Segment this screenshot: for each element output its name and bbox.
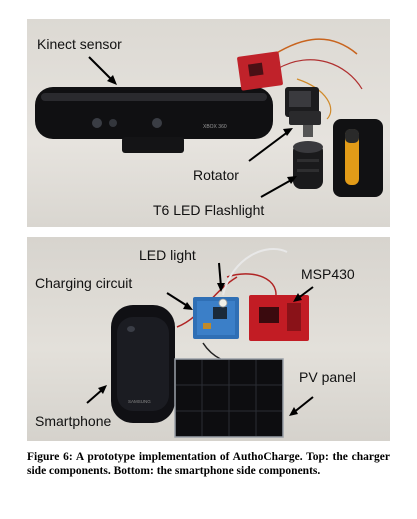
pv-panel xyxy=(174,358,284,438)
annotation-arrows-bottom xyxy=(86,262,314,416)
msp430-board xyxy=(249,295,309,341)
kinect-sensor xyxy=(35,87,273,153)
t6-led-flashlight xyxy=(293,141,323,189)
smartphone xyxy=(111,305,175,423)
rotator xyxy=(285,87,321,137)
top-photo-panel: XBOX 360 xyxy=(27,19,390,227)
pv-panel-label: PV panel xyxy=(299,369,356,385)
battery-charger xyxy=(333,119,383,197)
figure-caption: Figure 6: A prototype implementation of … xyxy=(27,451,390,477)
flashlight-label: T6 LED Flashlight xyxy=(153,202,265,218)
annotation-arrows-top xyxy=(88,56,297,198)
kinect-brand-text: XBOX 360 xyxy=(203,124,227,130)
rotator-label: Rotator xyxy=(193,167,239,183)
msp430-board-top xyxy=(237,51,283,91)
smartphone-side-photo: SAMSUNG xyxy=(86,247,314,438)
phone-brand-text: SAMSUNG xyxy=(128,399,151,404)
kinect-sensor-label: Kinect sensor xyxy=(37,36,122,52)
led-light xyxy=(218,298,228,308)
charging-circuit-board xyxy=(193,297,239,339)
led-light-label: LED light xyxy=(139,247,196,263)
charger-side-photo: XBOX 360 xyxy=(35,38,383,198)
smartphone-label: Smartphone xyxy=(35,413,112,429)
bottom-photo-panel: SAMSUNG xyxy=(27,237,390,441)
msp430-label: MSP430 xyxy=(301,266,355,282)
charging-circuit-label: Charging circuit xyxy=(35,275,133,291)
